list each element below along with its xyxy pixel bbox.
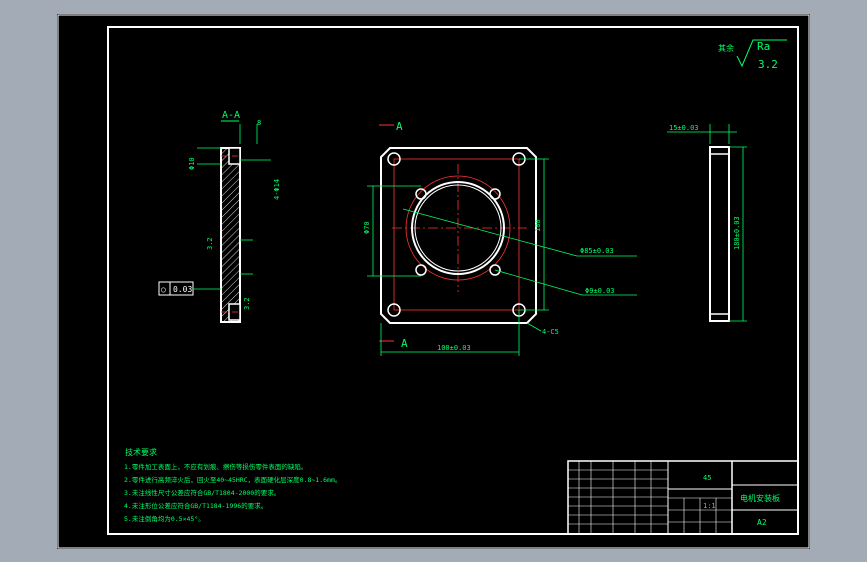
- inner-hole: [415, 188, 427, 200]
- cad-drawing: 其余 Ra 3.2 A-A 8 Φ10 4-Φ14 3.2 3.2 ○ 0.03: [57, 14, 810, 549]
- bolt-pattern: [393, 158, 520, 311]
- title-block: 45 电机安装板 A2 1:1: [567, 460, 799, 535]
- corner-hole: [387, 152, 401, 166]
- section-roughness-top: 3.2: [206, 237, 214, 250]
- note-item: 2.零件进行高频淬火后，回火至40~45HRC，表面硬化层深度0.8~1.6mm…: [124, 475, 341, 484]
- side-view: 15±0.03 180±0.03: [667, 124, 747, 322]
- section-mark-bottom: A: [401, 337, 408, 350]
- drawing-sheet: 其余 Ra 3.2 A-A 8 Φ10 4-Φ14 3.2 3.2 ○ 0.03: [57, 14, 810, 549]
- inner-hole: [489, 264, 501, 276]
- title-part-name: 电机安装板: [740, 493, 780, 503]
- note-item: 5.未注倒角均为0.5×45°。: [124, 514, 205, 523]
- inner-frame: [107, 26, 799, 535]
- title-scale: 1:1: [703, 502, 716, 510]
- inner-hole: [415, 264, 427, 276]
- dim-height: 180: [534, 219, 542, 232]
- roughness-note: 其余 Ra 3.2: [718, 39, 787, 71]
- section-body: [220, 147, 241, 323]
- corner-hole: [387, 303, 401, 317]
- title-material: 45: [703, 474, 711, 482]
- inner-hole: [489, 188, 501, 200]
- note-item: 3.未注线性尺寸公差应符合GB/T1804-2000的要求。: [124, 488, 280, 497]
- tolerance-frame: [158, 281, 194, 296]
- tolerance-value: 0.03: [173, 285, 192, 294]
- section-dim-hole-side: 4-Φ14: [273, 179, 281, 200]
- technical-notes: 技术要求 1.零件加工表面上，不应有划痕、擦伤等损伤零件表面的缺陷。 2.零件进…: [124, 447, 341, 523]
- roughness-symbol-icon: [736, 39, 787, 68]
- roughness-symbol: Ra: [757, 40, 770, 53]
- main-bore-inner: [414, 184, 502, 272]
- dim-bore: Φ85±0.03: [580, 247, 614, 255]
- plate-outline: [380, 147, 537, 324]
- section-dim-thickness: 8: [257, 119, 261, 127]
- front-view: A A Φ70 180 Φ85±0.03: [363, 120, 637, 356]
- roughness-value: 3.2: [758, 58, 778, 71]
- dim-chamfer: 4-C5: [542, 328, 559, 336]
- side-dim-thickness: 15±0.03: [669, 124, 699, 132]
- section-title: A-A: [222, 110, 240, 121]
- dim-width: 100±0.03: [437, 344, 471, 352]
- section-roughness-bottom: 3.2: [243, 297, 251, 310]
- note-item: 4.未注形位公差应符合GB/T1184-1996的要求。: [124, 501, 267, 510]
- section-mark-top: A: [396, 120, 403, 133]
- roughness-prefix: 其余: [718, 43, 734, 53]
- bolt-circle: [405, 175, 511, 281]
- tolerance-symbol: ○: [161, 285, 166, 294]
- outer-border: [57, 14, 810, 549]
- main-bore: [411, 181, 505, 275]
- dim-small-hole: Φ9±0.03: [585, 287, 615, 295]
- dim-bolt-circle: Φ70: [363, 221, 371, 234]
- title-drawing-no: A2: [757, 518, 767, 527]
- section-dim-hole-top: Φ10: [188, 157, 196, 170]
- note-item: 1.零件加工表面上，不应有划痕、擦伤等损伤零件表面的缺陷。: [124, 462, 307, 471]
- side-outline: [709, 146, 730, 322]
- section-view: A-A 8 Φ10 4-Φ14 3.2 3.2 ○ 0.03: [158, 110, 281, 323]
- side-dim-height: 180±0.03: [733, 216, 741, 250]
- notes-title: 技术要求: [125, 447, 157, 457]
